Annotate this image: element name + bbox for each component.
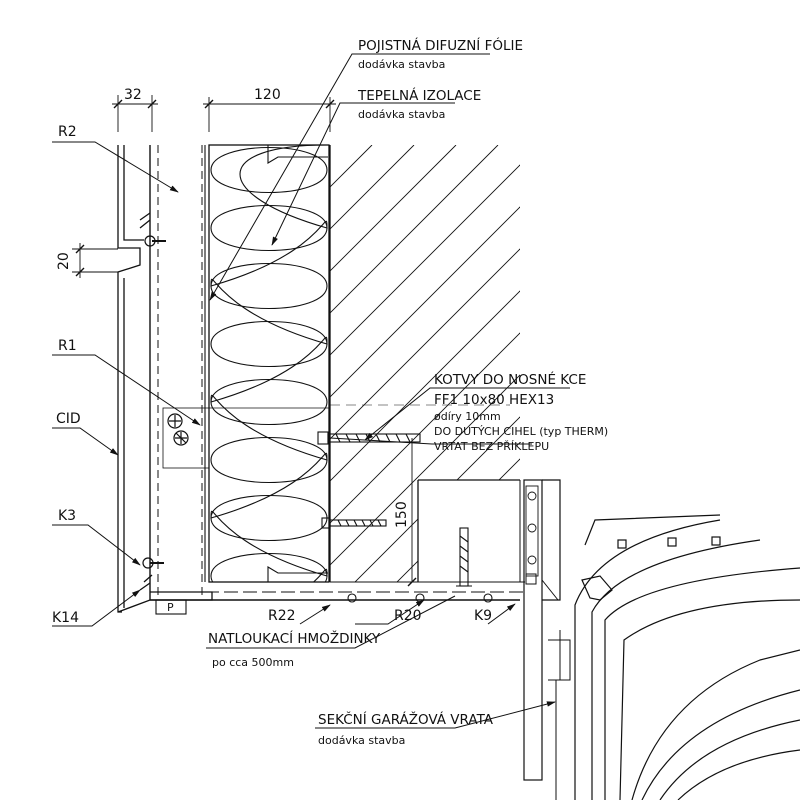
dimension-32 (112, 95, 158, 132)
garage-door (519, 479, 800, 800)
code-k14: K14 (52, 610, 79, 626)
code-r1: R1 (58, 338, 77, 354)
thermal-insulation (204, 144, 330, 583)
dim-120-value: 120 (254, 87, 281, 103)
anchor-lower (321, 517, 387, 529)
soffit-profile (150, 581, 525, 615)
code-r22: R22 (268, 608, 296, 624)
label-anchor-brick: DO DUTÝCH CIHEL (typ THERM) (434, 425, 608, 438)
label-anchor-holes: ødíry 10mm (434, 410, 501, 423)
dim-20-value: 20 (56, 252, 72, 270)
label-insulation-supply: dodávka stavba (358, 108, 445, 121)
label-insulation: TEPELNÁ IZOLACE (357, 87, 481, 104)
dim-150-value: 150 (394, 501, 410, 528)
code-p: P (167, 601, 174, 614)
label-door: SEKČNÍ GARÁŽOVÁ VRATA (318, 710, 494, 728)
label-foil: POJISTNÁ DIFUZNÍ FÓLIE (358, 36, 523, 54)
code-r2: R2 (58, 124, 77, 140)
label-anchors: KOTVY DO NOSNÉ KCE (434, 371, 586, 388)
hammer-dowel (456, 527, 472, 587)
code-r20: R20 (394, 608, 422, 624)
cladding-panel (117, 145, 213, 613)
label-anchor-drill: VRTAT BEZ PŘÍKLEPU (434, 440, 549, 453)
bracket-screw-icon (167, 413, 189, 446)
rail-substructure (149, 145, 330, 600)
label-anchor-spec: FF1 10x80 HEX13 (434, 392, 554, 408)
code-k3: K3 (58, 508, 76, 524)
label-dowels-spacing: po cca 500mm (212, 656, 294, 669)
rivet-lower (142, 557, 164, 569)
label-dowels: NATLOUKACÍ HMOŽDINKY (208, 629, 381, 647)
leader-lines (52, 53, 570, 729)
dim-32-value: 32 (124, 87, 142, 103)
dimension-150 (407, 438, 417, 587)
code-cid: CID (56, 411, 81, 427)
code-k9: K9 (474, 608, 492, 624)
label-foil-supply: dodávka stavba (358, 58, 445, 71)
dimension-20 (72, 243, 118, 278)
dimension-120 (203, 97, 336, 132)
label-door-supply: dodávka stavba (318, 734, 405, 747)
rivet-upper (144, 235, 166, 247)
